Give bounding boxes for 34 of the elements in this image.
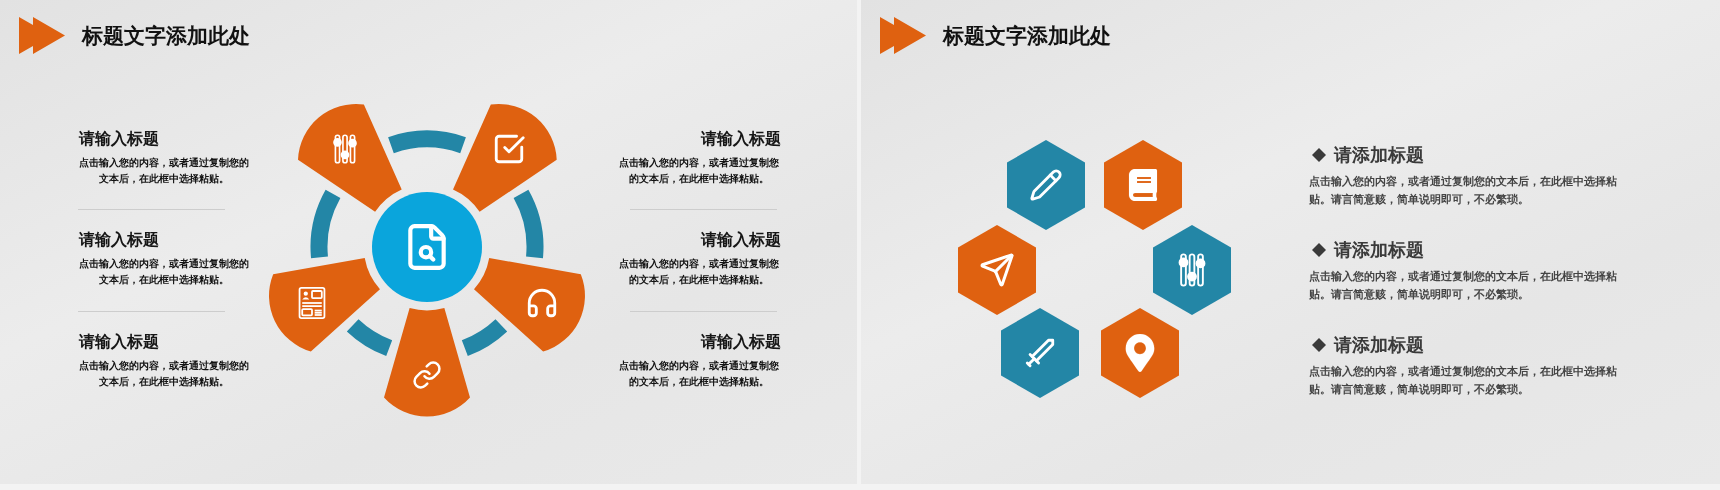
petal-segment: [384, 307, 470, 416]
petal-segment: [473, 257, 585, 352]
section-text: 点击输入您的内容，或者通过复制您的文本后，在此框中选择粘贴。请言简意赅，简单说明即可，不必繁琐。: [1309, 269, 1618, 303]
section-text: 点击输入您的内容，或者通过复制您的文本后，在此框中选择粘贴。: [618, 156, 780, 186]
center-circle: [372, 192, 482, 302]
petal-segment: [269, 257, 381, 352]
section-text: 点击输入您的内容，或者通过复制您的文本后，在此框中选择粘贴。: [78, 359, 250, 389]
section-heading: 请添加标题: [1334, 238, 1424, 262]
slide-title: 标题文字添加此处: [943, 23, 1111, 50]
slide-panel: [0, 0, 857, 484]
hexagon-tile: [1101, 308, 1179, 398]
section-text: 点击输入您的内容，或者通过复制您的文本后，在此框中选择粘贴。: [618, 257, 780, 287]
hexagon-tile: [958, 225, 1036, 315]
slide-title: 标题文字添加此处: [82, 23, 250, 50]
hexagon-tile: [1104, 140, 1182, 230]
section-heading: 请输入标题: [701, 332, 781, 352]
section-text: 点击输入您的内容，或者通过复制您的文本后，在此框中选择粘贴。: [78, 257, 250, 287]
hexagon-tile: [1007, 140, 1085, 230]
section-text: 点击输入您的内容，或者通过复制您的文本后，在此框中选择粘贴。请言简意赅，简单说明即可，不必繁琐。: [1309, 174, 1618, 208]
section-text: 点击输入您的内容，或者通过复制您的文本后，在此框中选择粘贴。请言简意赅，简单说明即可，不必繁琐。: [1309, 364, 1618, 398]
section-heading: 请输入标题: [79, 230, 159, 250]
petal-segment: [297, 103, 402, 212]
section-heading: 请添加标题: [1334, 143, 1424, 167]
section-heading: 请输入标题: [701, 230, 781, 250]
slide-panel: [861, 0, 1720, 484]
hexagon-tile: [1153, 225, 1231, 315]
section-text: 点击输入您的内容，或者通过复制您的文本后，在此框中选择粘贴。: [618, 359, 780, 389]
section-heading: 请输入标题: [79, 332, 159, 352]
petal-segment: [452, 103, 557, 212]
section-heading: 请添加标题: [1334, 333, 1424, 357]
section-text: 点击输入您的内容，或者通过复制您的文本后，在此框中选择粘贴。: [78, 156, 250, 186]
hexagon-tile: [1001, 308, 1079, 398]
section-heading: 请输入标题: [701, 129, 781, 149]
section-heading: 请输入标题: [79, 129, 159, 149]
